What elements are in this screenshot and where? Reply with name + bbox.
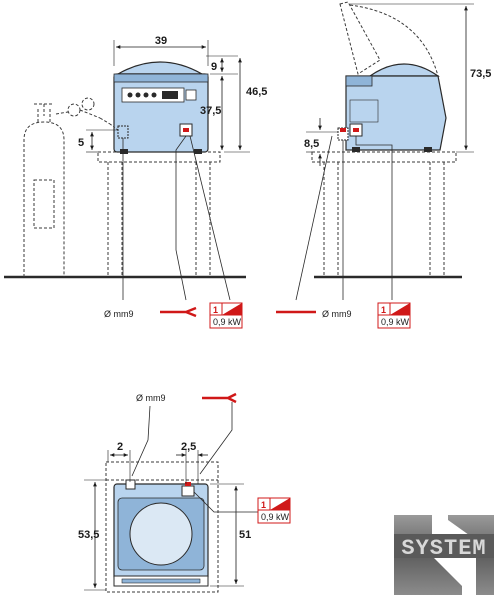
dim-inlet-height-label: 8,5 (304, 138, 319, 150)
stand-top (105, 461, 219, 593)
power-rating-top: 0,9 kW (261, 512, 290, 522)
power-cable-front (160, 306, 197, 318)
power-box-side: 1 0,9 kW (377, 302, 411, 329)
dim-total-height-label: 46,5 (246, 86, 267, 98)
power-box-top: 1 0,9 kW (257, 497, 291, 524)
power-box-front: 1 0,9 kW (209, 302, 243, 329)
front-view: 39 9 46,5 37,5 5 Ø mm9 1 (4, 35, 267, 329)
dim-width-label: 39 (155, 35, 167, 47)
gas-diameter-label-side: Ø mm9 (322, 309, 352, 319)
dim-left-offset-label: 2 (117, 441, 123, 453)
stand-front (97, 151, 221, 277)
dim-right-offset-label: 2,5 (181, 441, 196, 453)
dim-open-height-label: 73,5 (470, 68, 491, 80)
power-phase-top: 1 (261, 500, 266, 510)
top-view: Ø mm9 2 2,5 53,5 (78, 392, 291, 593)
power-phase-side: 1 (381, 305, 386, 315)
machine-top (113, 479, 209, 587)
gas-connector-top (125, 479, 136, 490)
system-logo: SYSTEM (394, 515, 494, 595)
gas-diameter-label-top: Ø mm9 (136, 393, 166, 403)
side-view: 73,5 8,5 Ø mm9 1 0,9 kW (276, 1, 491, 329)
gas-cylinder (23, 97, 111, 277)
gas-hose-front (109, 123, 119, 131)
power-phase-front: 1 (213, 305, 218, 315)
power-rating-side: 0,9 kW (381, 317, 410, 327)
dim-lid-label: 9 (211, 61, 217, 73)
stand-side (311, 151, 457, 277)
lid-open-arc (339, 3, 439, 77)
power-rating-front: 0,9 kW (213, 317, 242, 327)
machine-front (113, 61, 209, 154)
gas-diameter-label-front: Ø mm9 (104, 309, 134, 319)
power-cable-top (202, 392, 237, 404)
machine-side (337, 63, 447, 152)
dim-depth-label: 53,5 (78, 529, 99, 541)
vacuum-chamber (129, 502, 193, 566)
dim-body-height-label: 37,5 (200, 105, 221, 117)
logo-text: SYSTEM (401, 536, 486, 561)
power-connector-top (181, 485, 195, 497)
dim-gas-height-label: 5 (78, 137, 84, 149)
dim-chamber-depth-label: 51 (239, 529, 251, 541)
